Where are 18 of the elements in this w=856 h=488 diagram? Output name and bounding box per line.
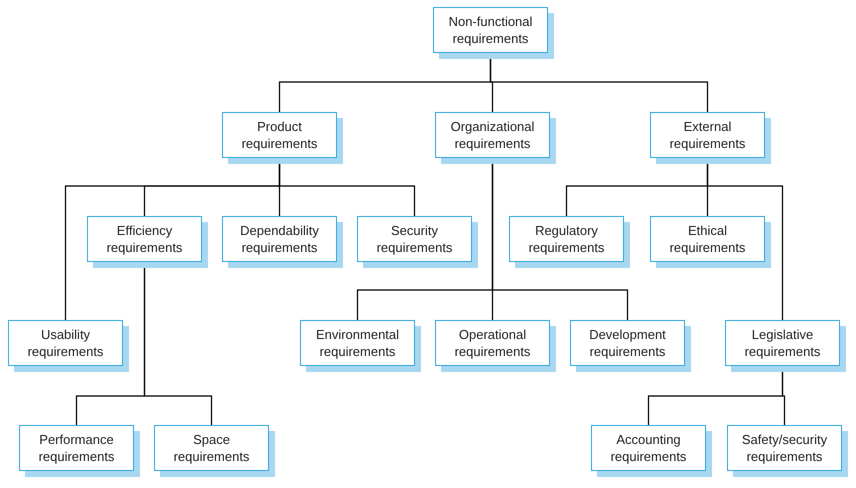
box-label: Dependability requirements xyxy=(239,222,320,256)
box-label: Environmental requirements xyxy=(314,326,400,360)
box-label: Space requirements xyxy=(172,431,250,465)
box-label: Ethical requirements xyxy=(668,222,746,256)
box-label: Organizational requirements xyxy=(450,118,536,152)
box-label: Accounting requirements xyxy=(610,431,688,465)
box-label: Non-functional requirements xyxy=(448,13,534,47)
box-label: Performance requirements xyxy=(38,431,116,465)
box-label: Safety/security requirements xyxy=(740,431,828,465)
box-label: Operational requirements xyxy=(454,326,532,360)
box-label: External requirements xyxy=(668,118,746,152)
box-label: Usability requirements xyxy=(26,326,104,360)
box-label: Legislative requirements xyxy=(744,326,822,360)
box-label: Product requirements xyxy=(240,118,318,152)
box-label: Development requirements xyxy=(588,326,667,360)
box-label: Regulatory requirements xyxy=(528,222,606,256)
box-label: Security requirements xyxy=(376,222,454,256)
box-label: Efficiency requirements xyxy=(106,222,184,256)
